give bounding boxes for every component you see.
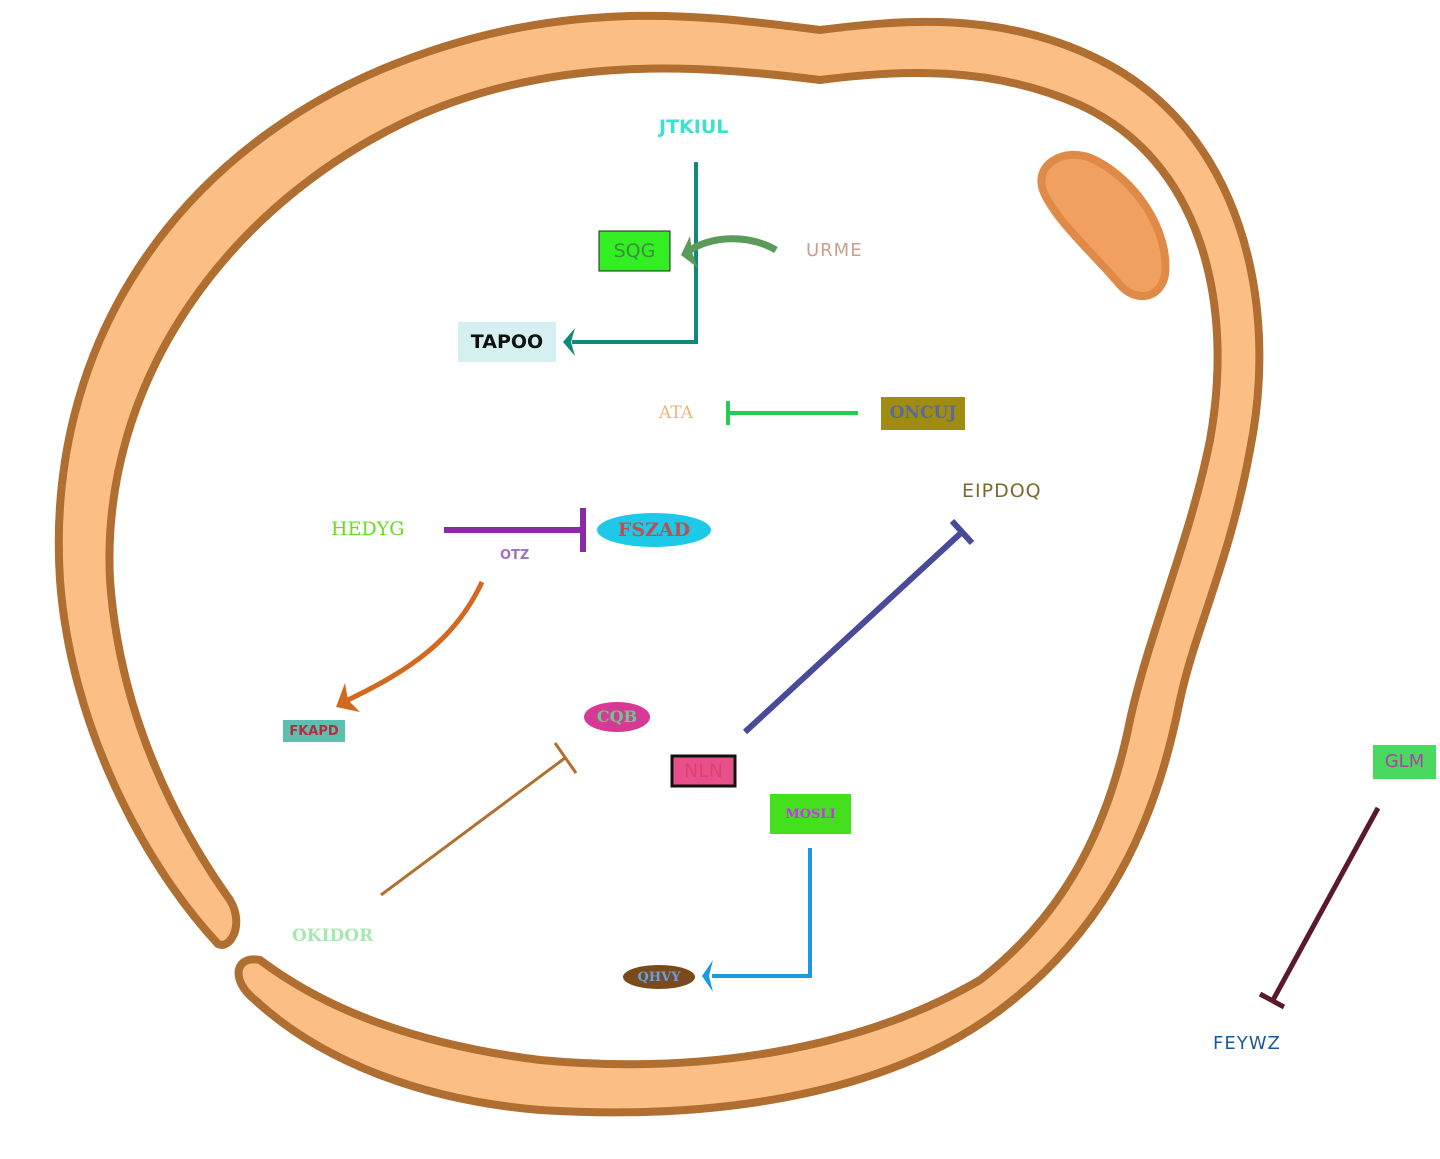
- oncuj-box: [881, 397, 965, 430]
- edge-okidor-cqb: [380, 742, 578, 897]
- sqg-box: [598, 230, 671, 272]
- edge-urme-sqg: [681, 235, 778, 268]
- fkapd-box: [283, 720, 345, 742]
- node-fkapd: FKAPD: [289, 723, 339, 739]
- fszad-ellipse: [597, 513, 711, 547]
- nln-box: [670, 754, 737, 788]
- tapoo-box: [458, 322, 556, 362]
- cell-membrane: [54, 11, 1264, 1117]
- node-sqg: SQG: [613, 239, 656, 262]
- glm-box: [1373, 745, 1436, 779]
- node-cqb: CQB: [596, 707, 638, 726]
- node-hedyg: HEDYG: [331, 518, 405, 540]
- cqb-ellipse: [584, 702, 650, 732]
- node-okidor: OKIDOR: [292, 926, 374, 946]
- node-feywz: FEYWZ: [1213, 1033, 1281, 1054]
- qhvy-ellipse: [623, 965, 695, 989]
- node-ata: ATA: [659, 403, 694, 423]
- edge-otz-fkapd: [336, 580, 485, 712]
- node-eipdoq: EIPDOQ: [962, 480, 1042, 502]
- mosli-box: [770, 794, 851, 834]
- node-fszad: FSZAD: [617, 518, 691, 541]
- node-oncuj: ONCUJ: [889, 403, 957, 423]
- node-tapoo: TAPOO: [470, 330, 544, 353]
- edge-nln-eipdoq: [742, 518, 975, 735]
- node-qhvy: QHVY: [637, 969, 681, 985]
- edge-label-otz: OTZ: [500, 548, 530, 563]
- edge-jtkiul-tapoo: [563, 162, 698, 356]
- organelle: [1037, 151, 1170, 301]
- edge-mosli-qhvy: [702, 848, 812, 992]
- node-urme: URME: [806, 240, 863, 261]
- node-glm: GLM: [1384, 751, 1425, 772]
- edge-glm-feywz: [1258, 806, 1381, 1010]
- node-jtkiul: JTKIUL: [659, 116, 729, 138]
- node-mosli: MOSLI: [785, 806, 836, 822]
- edge-hedyg-fszad: [444, 508, 586, 552]
- node-nln: NLN: [683, 759, 723, 782]
- edge-oncuj-ata: [726, 401, 858, 425]
